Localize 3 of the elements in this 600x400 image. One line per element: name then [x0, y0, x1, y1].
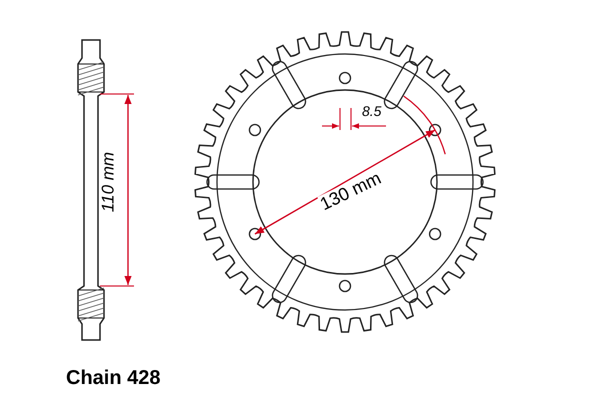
dimension-label: 8.5 [362, 104, 382, 118]
caption-text: Chain 428 [66, 368, 160, 388]
dimension-label: 110 mm [100, 152, 116, 212]
